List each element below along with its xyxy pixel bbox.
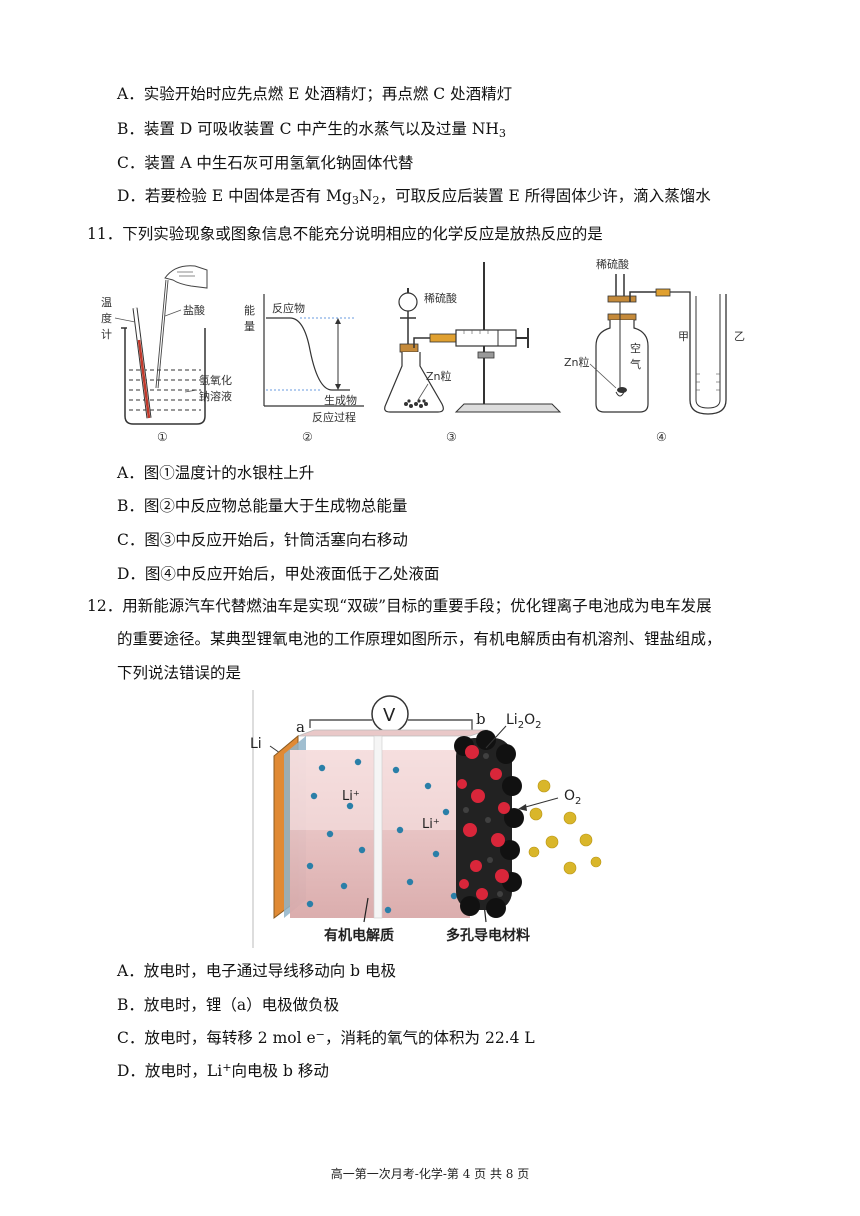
fig3-number: ③ bbox=[446, 430, 457, 444]
fig4-number: ④ bbox=[656, 430, 667, 444]
q12-stem-line-2: 的重要途径。某典型锂氧电池的工作原理如图所示，有机电解质由有机溶剂、锂盐组成， bbox=[117, 630, 722, 648]
li2o2-label: Li2O2 bbox=[506, 712, 541, 731]
q11-figure-4: 稀硫酸 Zn粒 空 气 甲 乙 ④ bbox=[564, 257, 745, 444]
electrode-a-label: a bbox=[296, 718, 305, 736]
q10-option-d: D．若要检验 E 中固体是否有 Mg3N2，可取反应后装置 E 所得固体少许，滴… bbox=[117, 187, 711, 207]
q10-option-b: B．装置 D 可吸收装置 C 中产生的水蒸气以及过量 NH3 bbox=[117, 120, 507, 140]
fig1-label-naoh-1: 氢氧化 bbox=[199, 373, 232, 387]
fig1-label-temp-3: 计 bbox=[101, 328, 112, 341]
o2-label: O2 bbox=[564, 788, 581, 807]
fig2-xlabel: 反应过程 bbox=[312, 410, 356, 424]
fig1-number: ① bbox=[157, 430, 168, 444]
q10-option-a: A．实验开始时应先点燃 E 处酒精灯；再点燃 C 处酒精灯 bbox=[117, 85, 513, 103]
porous-material-label: 多孔导电材料 bbox=[446, 927, 530, 944]
voltmeter-label: V bbox=[383, 705, 396, 726]
fig4-label-yi: 乙 bbox=[734, 330, 745, 343]
fig4-label-acid: 稀硫酸 bbox=[596, 257, 629, 271]
fig2-product: 生成物 bbox=[324, 393, 357, 407]
electrode-b-label: b bbox=[476, 710, 486, 728]
q12-stem-line-1: 12．用新能源汽车代替燃油车是实现“双碳”目标的重要手段；优化锂离子电池成为电车… bbox=[87, 597, 712, 615]
q12-option-a: A．放电时，电子通过导线移动向 b 电极 bbox=[117, 962, 396, 980]
electrolyte-label: 有机电解质 bbox=[324, 927, 394, 944]
fig4-label-air-2: 气 bbox=[630, 357, 641, 371]
fig2-ylabel-2: 量 bbox=[244, 320, 255, 333]
fig3-label-acid: 稀硫酸 bbox=[424, 291, 457, 305]
fig1-label-temp-2: 度 bbox=[101, 311, 112, 325]
q12-stem-line-3: 下列说法错误的是 bbox=[117, 664, 242, 682]
fig2-ylabel-1: 能 bbox=[244, 303, 255, 317]
page-footer: 高一第一次月考-化学-第 4 页 共 8 页 bbox=[330, 1167, 530, 1181]
fig1-label-acid: 盐酸 bbox=[183, 303, 205, 317]
fig2-reactant: 反应物 bbox=[272, 301, 305, 315]
li-ion-label-2: Li⁺ bbox=[422, 817, 440, 832]
q12-battery-figure: V a b Li Li⁺ Li⁺ bbox=[250, 690, 602, 948]
fig1-label-naoh-2: 钠溶液 bbox=[199, 389, 232, 403]
fig4-label-air-1: 空 bbox=[630, 341, 641, 355]
q11-figure-2: 能 量 反应物 生成物 反应过程 ② bbox=[244, 294, 364, 444]
q12-option-d: D．放电时，Li+向电极 b 移动 bbox=[117, 1060, 329, 1080]
q10-option-c: C．装置 A 中生石灰可用氢氧化钠固体代替 bbox=[117, 154, 414, 172]
q11-option-b: B．图②中反应物总能量大于生成物总能量 bbox=[117, 497, 408, 515]
fig1-label-temp-1: 温 bbox=[101, 296, 112, 309]
fig2-number: ② bbox=[302, 430, 313, 444]
fig3-label-zn: Zn粒 bbox=[426, 369, 452, 383]
q11-stem: 11．下列实验现象或图象信息不能充分说明相应的化学反应是放热反应的是 bbox=[87, 225, 603, 243]
lithium-label: Li bbox=[250, 736, 262, 752]
fig4-label-zn: Zn粒 bbox=[564, 355, 590, 369]
li-ion-label-1: Li⁺ bbox=[342, 789, 360, 804]
q12-option-b: B．放电时，锂（a）电极做负极 bbox=[117, 996, 340, 1014]
q12-option-c: C．放电时，每转移 2 mol e−，消耗的氧气的体积为 22.4 L bbox=[117, 1027, 535, 1047]
q11-option-a: A．图①温度计的水银柱上升 bbox=[117, 464, 315, 482]
q11-figure-1: 温 度 计 盐酸 氢氧化 钠溶液 ① bbox=[101, 265, 232, 444]
fig4-label-jia: 甲 bbox=[678, 330, 689, 343]
q11-figure-3: 稀硫酸 Zn粒 ③ bbox=[384, 262, 562, 444]
q11-option-c: C．图③中反应开始后，针筒活塞向右移动 bbox=[117, 531, 408, 549]
q11-option-d: D．图④中反应开始后，甲处液面低于乙处液面 bbox=[117, 565, 440, 583]
